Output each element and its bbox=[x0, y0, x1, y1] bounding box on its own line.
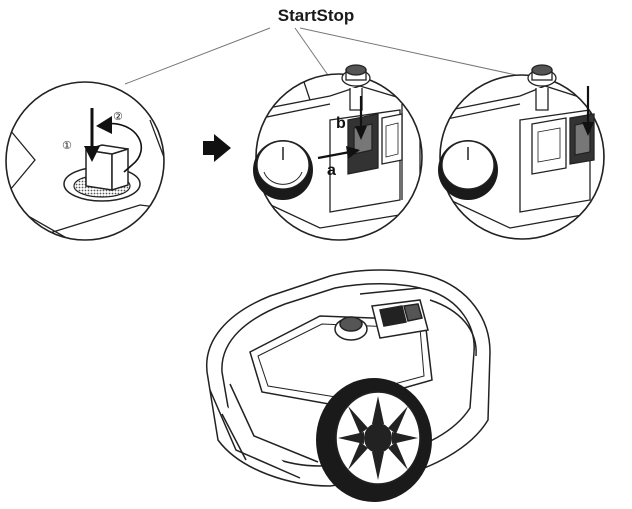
startstop-title: StartStop bbox=[277, 6, 355, 25]
top-cap-icon bbox=[341, 64, 371, 111]
detail-circle-startstop-a-b: b a bbox=[253, 64, 423, 241]
top-cap-icon bbox=[527, 64, 557, 111]
callout-b: b bbox=[336, 115, 346, 132]
arrow-a-icon bbox=[317, 146, 360, 160]
dial-knob-icon bbox=[438, 140, 498, 200]
arrow-b-icon bbox=[355, 96, 367, 140]
dial-knob-icon bbox=[253, 140, 313, 200]
push-down-arrow-icon bbox=[582, 86, 594, 136]
detail-circle-lock-knob: ① ② bbox=[5, 81, 165, 241]
startstop-button-icon bbox=[347, 113, 403, 175]
step-two-marker: ② bbox=[113, 110, 123, 123]
callout-a: a bbox=[327, 162, 336, 179]
push-down-arrow-icon bbox=[84, 108, 100, 162]
step-one-marker: ① bbox=[62, 139, 72, 152]
rotate-arrow-icon bbox=[96, 116, 143, 173]
mower-wheel-icon bbox=[316, 378, 432, 502]
title-leader-lines bbox=[124, 27, 531, 85]
arrow-right-icon bbox=[203, 134, 231, 162]
detail-circle-startstop-press bbox=[438, 64, 605, 240]
